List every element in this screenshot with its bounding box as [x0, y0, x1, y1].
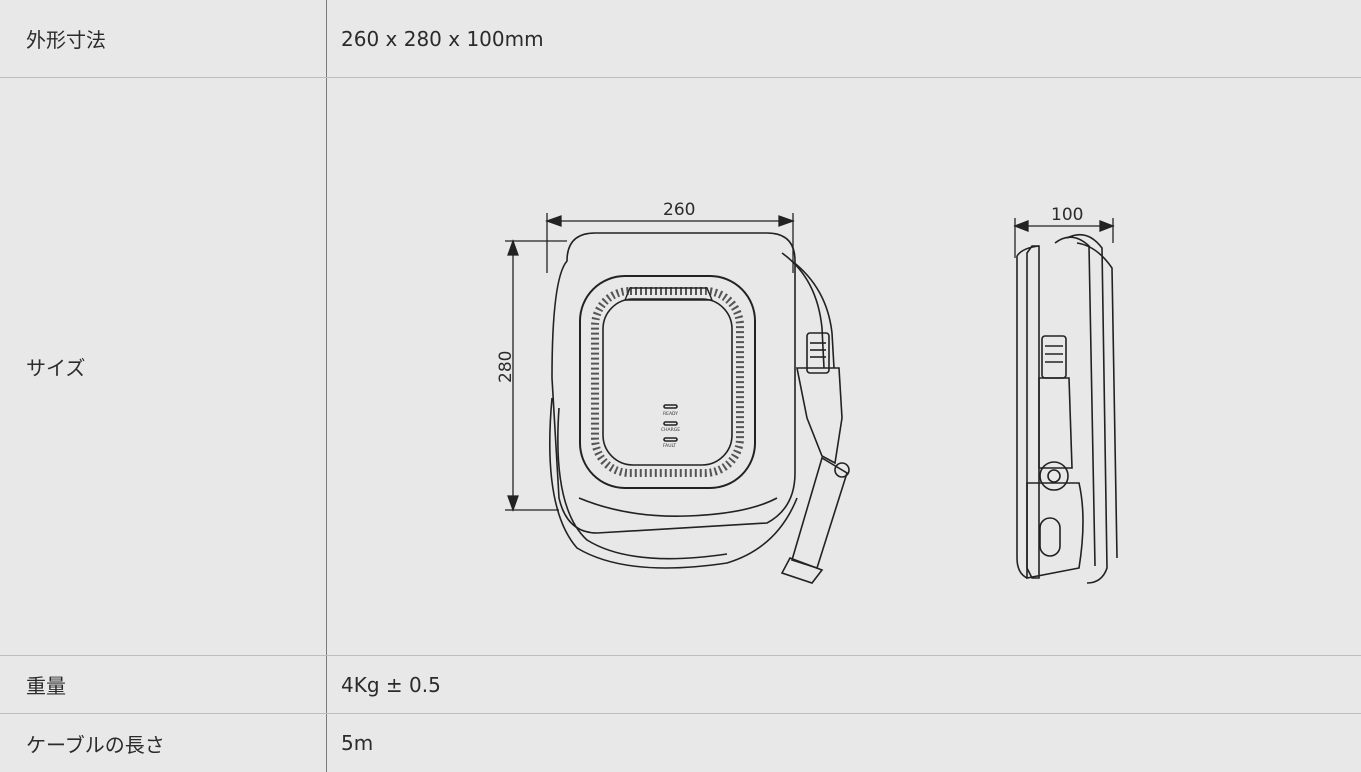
dimension-width-label: 260	[663, 200, 695, 220]
table-row: サイズ	[0, 78, 1361, 656]
table-row: 重量 4Kg ± 0.5	[0, 656, 1361, 714]
row-label-dimensions: 外形寸法	[0, 0, 327, 77]
dimension-depth	[1013, 218, 1115, 258]
row-label-size: サイズ	[0, 78, 327, 655]
row-label-cable-length: ケーブルの長さ	[0, 714, 327, 772]
row-value-cable-length: 5m	[341, 731, 374, 755]
dimension-width	[545, 213, 795, 273]
dimension-height	[505, 239, 567, 512]
row-value-dimensions: 260 x 280 x 100mm	[341, 26, 544, 51]
row-value-size-drawing: READY CHARGE FAULT 260	[327, 78, 1361, 655]
table-row: 外形寸法 260 x 280 x 100mm	[0, 0, 1361, 78]
dimension-height-label: 280	[496, 351, 516, 383]
charger-front-view	[548, 232, 850, 584]
led-fault-label: FAULT	[663, 443, 676, 449]
led-ready-label: READY	[663, 411, 678, 417]
dimension-depth-label: 100	[1051, 205, 1083, 225]
charger-side-view	[1016, 233, 1118, 584]
led-charge-label: CHARGE	[661, 427, 680, 433]
table-row: ケーブルの長さ 5m	[0, 714, 1361, 772]
charger-dimension-drawing: READY CHARGE FAULT 260	[496, 200, 1118, 584]
led-labels: READY CHARGE FAULT	[661, 411, 680, 449]
row-label-weight: 重量	[0, 656, 327, 713]
row-value-weight: 4Kg ± 0.5	[341, 672, 441, 697]
